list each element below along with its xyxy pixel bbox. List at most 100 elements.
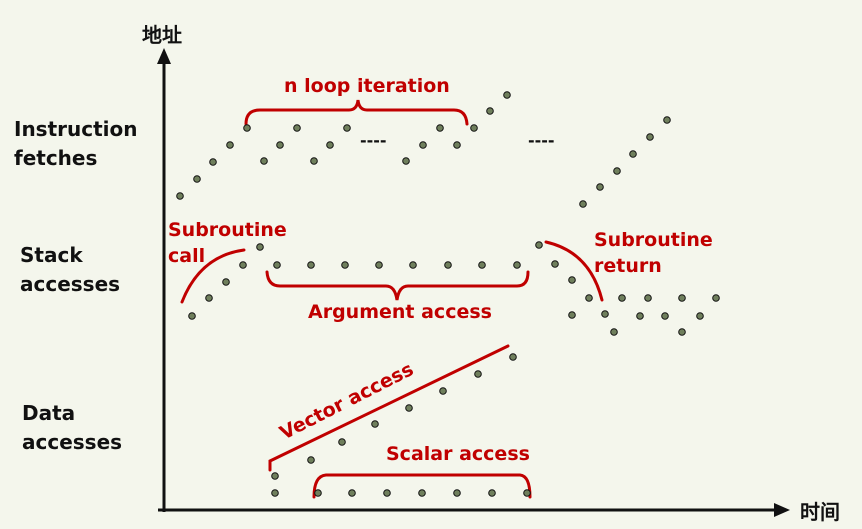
subroutine-return-label-line1: Subroutine: [594, 229, 713, 251]
loop-bracket: [244, 99, 469, 126]
data-access-dot: [405, 404, 413, 412]
stack-access-dot: [661, 312, 669, 320]
ellipsis-loop: ----: [360, 131, 387, 150]
subroutine-call-label-line2: call: [168, 245, 205, 267]
instruction-fetch-dot: [243, 124, 251, 132]
stack-access-dot: [712, 294, 720, 302]
instruction-fetch-dot: [402, 157, 410, 165]
argument-access-bracket: [265, 270, 530, 301]
instruction-fetch-dot: [310, 157, 318, 165]
data-access-dot: [271, 489, 279, 497]
instruction-fetch-dot: [470, 124, 478, 132]
instruction-fetch-dot: [293, 124, 301, 132]
data-access-dot: [439, 387, 447, 395]
instruction-fetch-dot: [453, 141, 461, 149]
stack-access-dot: [678, 328, 686, 336]
stack-access-dot: [535, 241, 543, 249]
stack-accesses-label-line1: Stack: [20, 243, 83, 267]
stack-access-dot: [409, 261, 417, 269]
axes: 地址 时间: [142, 23, 840, 524]
stack-access-dot: [644, 294, 652, 302]
instruction-fetch-dot: [193, 175, 201, 183]
stack-access-dot: [568, 276, 576, 284]
instruction-fetch-dot: [503, 91, 511, 99]
instruction-fetch-dot: [326, 141, 334, 149]
stack-access-dot: [585, 294, 593, 302]
instruction-fetch-dot: [646, 133, 654, 141]
instruction-fetch-dot: [663, 116, 671, 124]
data-access-dot: [314, 489, 322, 497]
data-access-dot: [348, 489, 356, 497]
stack-access-dot: [222, 278, 230, 286]
stack-access-dot: [188, 312, 196, 320]
subroutine-return-label-line2: return: [594, 255, 662, 277]
stack-access-dot: [618, 294, 626, 302]
stack-access-dot: [239, 261, 247, 269]
instruction-fetch-dot: [209, 158, 217, 166]
vector-access-line: [268, 344, 510, 472]
instruction-fetch-dot: [226, 141, 234, 149]
loop-iteration-label: n loop iteration: [284, 75, 450, 97]
annotation-shapes: [180, 99, 604, 499]
instruction-fetch-dot: [276, 141, 284, 149]
subroutine-return-curve: [544, 240, 604, 302]
scalar-access-label: Scalar access: [386, 443, 530, 465]
data-access-dot: [383, 489, 391, 497]
instruction-fetch-dot: [596, 183, 604, 191]
instruction-fetches-label-line1: Instruction: [14, 117, 138, 141]
instruction-fetch-dot: [436, 124, 444, 132]
instruction-fetch-dot: [579, 200, 587, 208]
stack-access-dot: [341, 261, 349, 269]
instruction-fetch-dot: [486, 107, 494, 115]
scalar-access-bracket: [312, 473, 532, 499]
data-access-dot: [307, 456, 315, 464]
ellipsis-gap: ----: [528, 131, 555, 150]
stack-access-dot: [678, 294, 686, 302]
data-access-dot: [371, 420, 379, 428]
stack-access-dot: [205, 294, 213, 302]
stack-access-dot: [478, 261, 486, 269]
data-access-dot: [418, 489, 426, 497]
stack-access-dot: [513, 261, 521, 269]
instruction-fetch-dot: [176, 192, 184, 200]
stack-access-dot: [273, 261, 281, 269]
data-accesses-label-line2: accesses: [22, 430, 122, 454]
data-access-dot: [488, 489, 496, 497]
subroutine-call-curve: [180, 248, 246, 304]
y-axis-label: 地址: [142, 23, 182, 47]
argument-access-label: Argument access: [308, 301, 492, 323]
data-access-dot: [271, 472, 279, 480]
x-axis-label: 时间: [800, 500, 840, 524]
stack-access-dot: [610, 328, 618, 336]
annotation-texts: n loop iteration Subroutine call Subrout…: [168, 75, 713, 465]
data-access-dot: [474, 370, 482, 378]
instruction-fetch-dot: [629, 150, 637, 158]
data-access-dot: [523, 489, 531, 497]
subroutine-call-label-line1: Subroutine: [168, 219, 287, 241]
data-access-dot: [338, 438, 346, 446]
instruction-fetches-label-line2: fetches: [14, 146, 97, 170]
stack-access-dot: [601, 310, 609, 318]
stack-access-dot: [551, 260, 559, 268]
access-dots: [176, 91, 720, 497]
stack-access-dot: [444, 261, 452, 269]
instruction-fetch-dot: [419, 141, 427, 149]
data-accesses-label-line1: Data: [22, 401, 75, 425]
stack-access-dot: [307, 261, 315, 269]
instruction-fetch-dot: [260, 157, 268, 165]
x-axis-arrow-icon: [774, 503, 790, 517]
instruction-fetch-dot: [343, 124, 351, 132]
instruction-fetch-dot: [613, 167, 621, 175]
row-labels: Instruction fetches Stack accesses Data …: [14, 117, 138, 454]
stack-access-dot: [636, 312, 644, 320]
data-access-dot: [453, 489, 461, 497]
ellipsis-marks: ---- ----: [360, 131, 555, 150]
stack-accesses-label-line2: accesses: [20, 272, 120, 296]
stack-access-dot: [568, 311, 576, 319]
y-axis-arrow-icon: [157, 48, 171, 64]
stack-access-dot: [696, 312, 704, 320]
stack-access-dot: [375, 261, 383, 269]
stack-access-dot: [256, 243, 264, 251]
data-access-dot: [509, 353, 517, 361]
